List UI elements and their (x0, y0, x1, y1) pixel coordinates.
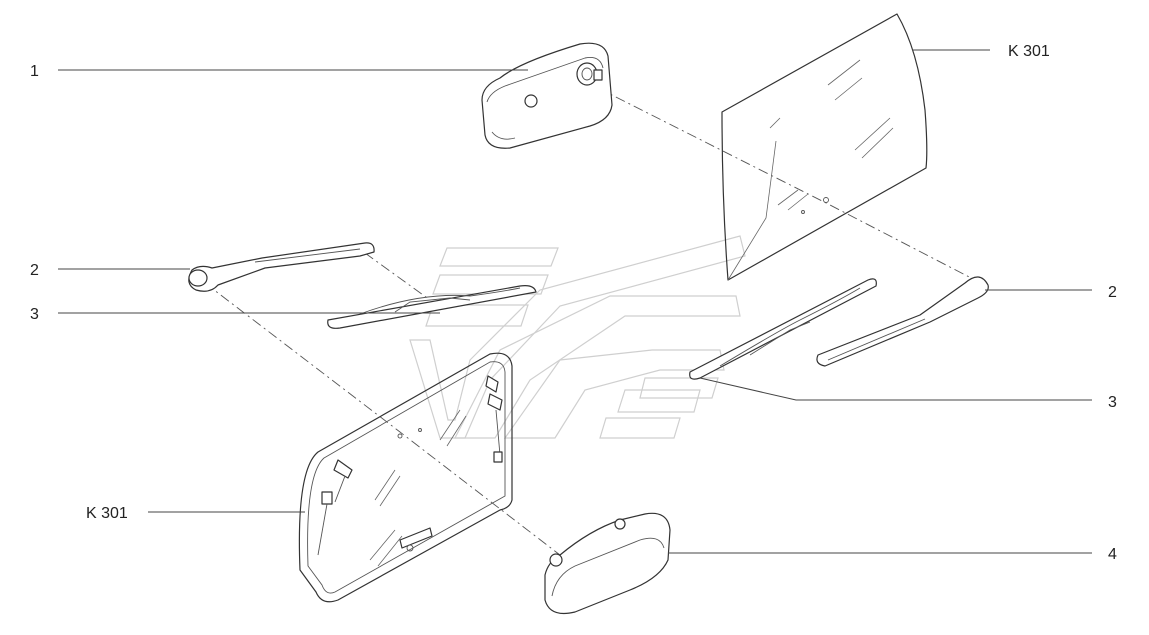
part-3-wiper-blade-right (689, 278, 877, 380)
callout-k301-top: K 301 (1008, 43, 1050, 60)
assembly-axis-lines (204, 87, 976, 556)
callout-2-left: 2 (30, 262, 39, 279)
rear-glass-panel (721, 13, 928, 281)
part-4-housing (544, 512, 671, 615)
leader-lines (58, 49, 1092, 554)
part-2-wiper-arm-right (816, 276, 989, 367)
part-1-housing (481, 42, 613, 149)
side-glass-panel (298, 352, 513, 603)
callout-2-right: 2 (1108, 284, 1117, 301)
watermark-logo (409, 235, 746, 439)
part-3-wiper-blade-left (327, 285, 537, 329)
callout-4: 4 (1108, 546, 1117, 563)
part-2-wiper-arm-left (188, 242, 375, 292)
callout-3-left: 3 (30, 306, 39, 323)
callout-1: 1 (30, 63, 39, 80)
callout-3-right: 3 (1108, 394, 1117, 411)
callout-k301-bottom: K 301 (86, 505, 128, 522)
